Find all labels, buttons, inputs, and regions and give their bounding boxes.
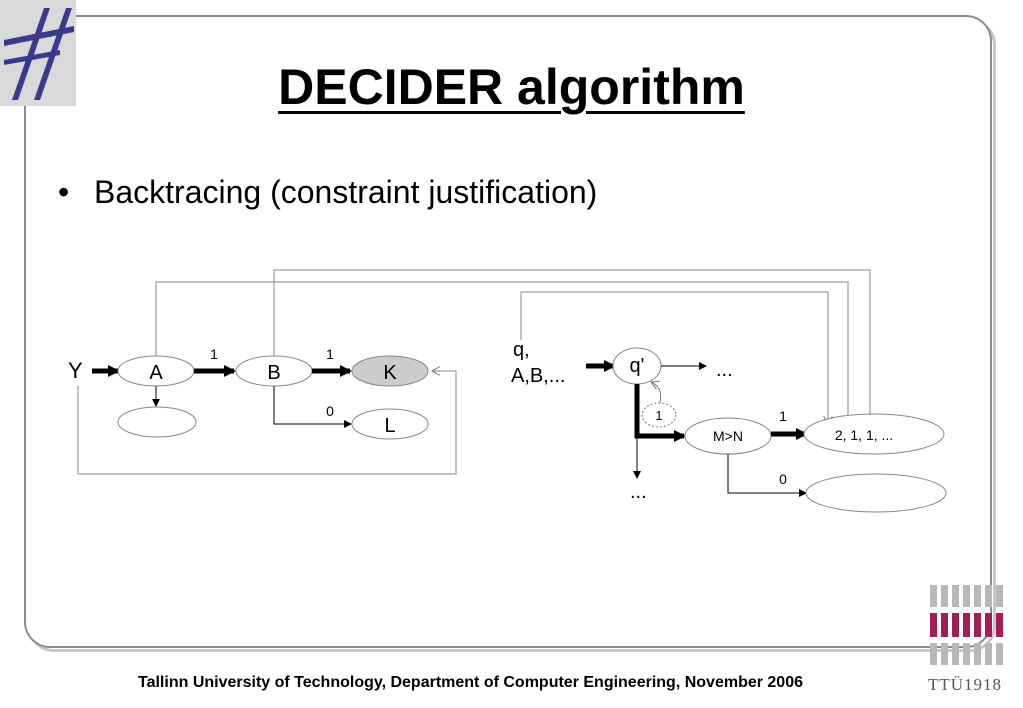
- ellipsis-down: ...: [630, 481, 647, 503]
- node-l-label: L: [384, 415, 395, 437]
- node-bottom: [805, 473, 947, 513]
- node-a-label: A: [149, 362, 163, 384]
- b-to-l-arrow: [273, 386, 352, 428]
- bullet-text: Backtracing (constraint justification): [94, 174, 598, 210]
- mn-to-bottom-arrow: [727, 454, 807, 497]
- slide-title: DECIDER algorithm: [278, 59, 745, 115]
- footer-text: Tallinn University of Technology, Depart…: [138, 674, 803, 691]
- edge-b-k-label: 1: [326, 346, 334, 362]
- slide-frame: [24, 15, 992, 648]
- node-k: [351, 355, 429, 387]
- edge-a-b-label: 1: [210, 346, 218, 362]
- node-b-label: B: [267, 362, 280, 384]
- node-q-label: q': [630, 355, 645, 377]
- node-a-child: [117, 406, 197, 438]
- ttu-logo-text: TTÜ1918: [928, 675, 1003, 694]
- input-y-label: Y: [68, 358, 83, 383]
- edge-mn-bottom-label: 0: [779, 471, 787, 487]
- node-l: [351, 408, 429, 440]
- node-condition: [641, 402, 677, 428]
- condition-back-arrow: [651, 382, 662, 404]
- ellipsis-right: ...: [716, 359, 733, 381]
- input-ab-label: A,B,...: [511, 365, 565, 387]
- bullet-item: •Backtracing (constraint justification): [58, 174, 598, 210]
- node-target: [803, 413, 945, 455]
- university-logo: [0, 0, 76, 106]
- ttu-logo: [930, 585, 1003, 665]
- node-k-label: K: [383, 362, 397, 384]
- node-mn-label: M>N: [713, 428, 743, 444]
- input-q-label: q,: [513, 339, 530, 361]
- edge-mn-target-label: 1: [779, 408, 787, 424]
- left-feedback-lines: [77, 269, 870, 475]
- edge-b-l-label: 0: [326, 403, 334, 419]
- right-feedback-line: [520, 291, 828, 424]
- node-target-label: 2, 1, 1, ...: [835, 427, 893, 443]
- node-condition-label: 1: [655, 408, 662, 423]
